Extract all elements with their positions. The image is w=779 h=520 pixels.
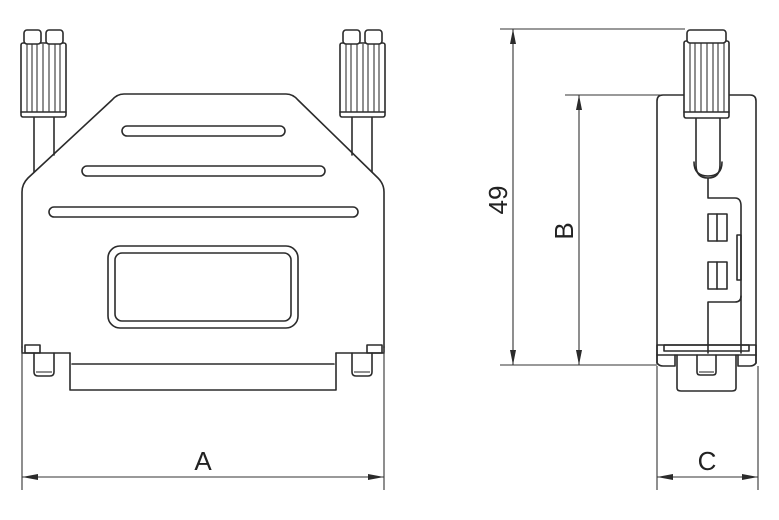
side-bottom-flange xyxy=(656,344,757,392)
dimension-49: 49 xyxy=(483,28,685,366)
dimension-a-label: A xyxy=(194,446,212,476)
vent-slot-top xyxy=(121,125,286,137)
vent-slot-bottom xyxy=(48,206,359,218)
dimension-c-label: C xyxy=(698,446,717,476)
front-view: A xyxy=(20,29,386,490)
latch-spring xyxy=(707,177,742,354)
right-thumbscrew-icon xyxy=(339,29,386,173)
hood-bottom-clips xyxy=(21,344,385,391)
side-thumbscrew-icon xyxy=(683,29,730,179)
label-window-inner xyxy=(114,252,292,322)
label-window-outer xyxy=(107,245,299,329)
dimension-b-label: B xyxy=(549,222,579,239)
dimension-a: A xyxy=(21,352,385,490)
vent-slot-middle xyxy=(81,165,326,177)
dimension-49-label: 49 xyxy=(483,186,513,215)
dimension-c: C xyxy=(656,366,759,490)
hood-body xyxy=(21,93,385,348)
side-view: 49 B C xyxy=(483,28,759,490)
left-thumbscrew-icon xyxy=(20,29,67,173)
dimension-b: B xyxy=(549,94,683,365)
